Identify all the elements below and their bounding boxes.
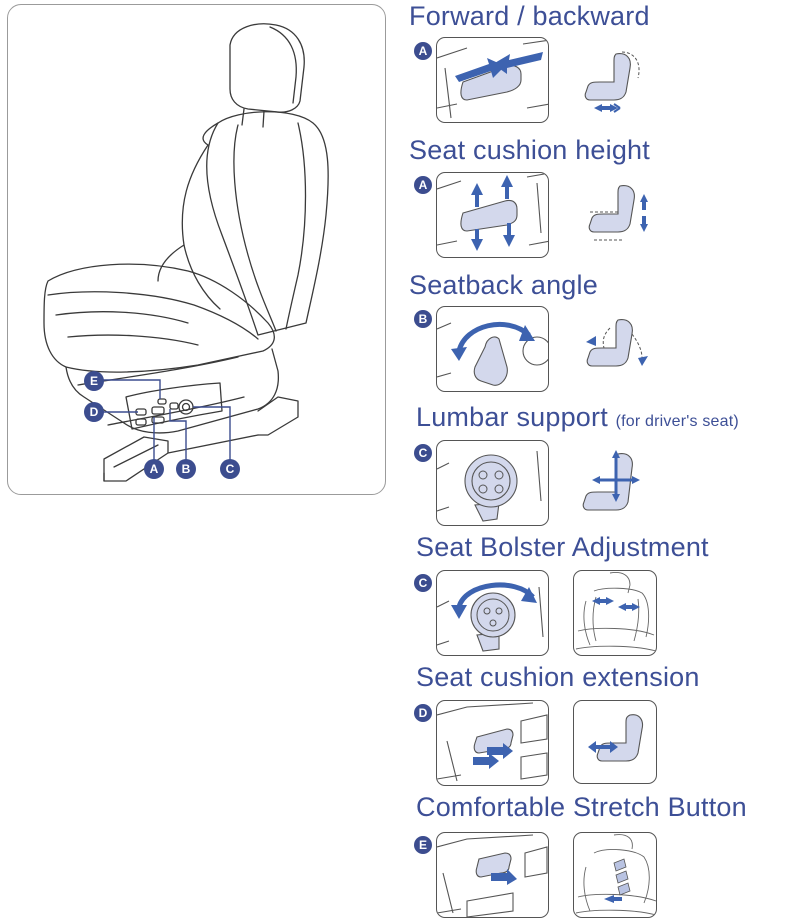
seat-illustration [43,23,329,482]
cushion-extension-control-thumb [436,700,549,786]
seatback-angle-control-thumb [436,306,549,392]
section-title-seat-cushion-height: Seat cushion height [409,135,650,165]
cushion-height-control-thumb [436,172,549,258]
badge-b: B [414,310,432,328]
stretch-button-photo-thumb [573,832,657,918]
badge-a: A [414,42,432,60]
forward-backward-control-thumb [436,37,549,123]
seatback-angle-diagram [586,319,648,367]
badge-c: C [414,574,432,592]
section-title-seat-cushion-extension: Seat cushion extension [416,662,700,692]
callout-b: B [176,459,196,479]
badge-c: C [414,444,432,462]
section-title-comfortable-stretch-button: Comfortable Stretch Button [416,792,747,822]
section-title-lumbar-support: Lumbar support (for driver's seat) [416,402,739,432]
seat-bolster-control-thumb [436,570,549,656]
forward-backward-diagram [584,51,640,113]
badge-d: D [414,704,432,722]
badge-a: A [414,176,432,194]
cushion-height-diagram [588,185,648,241]
seat-bolster-photo-thumb [573,570,657,656]
cushion-extension-diagram-thumb [573,700,657,784]
lumbar-support-control-thumb [436,440,549,526]
section-title-seatback-angle: Seatback angle [409,270,598,300]
callout-d: D [84,402,104,422]
stretch-button-control-thumb [436,832,549,918]
seat-overview-panel: E D A B C [7,4,386,495]
section-title-forward-backward: Forward / backward [409,1,650,31]
callout-a: A [144,459,164,479]
badge-e: E [414,836,432,854]
callout-c: C [220,459,240,479]
callout-e: E [84,371,104,391]
lumbar-support-diagram [582,450,640,511]
section-title-seat-bolster-adjustment: Seat Bolster Adjustment [416,532,709,562]
